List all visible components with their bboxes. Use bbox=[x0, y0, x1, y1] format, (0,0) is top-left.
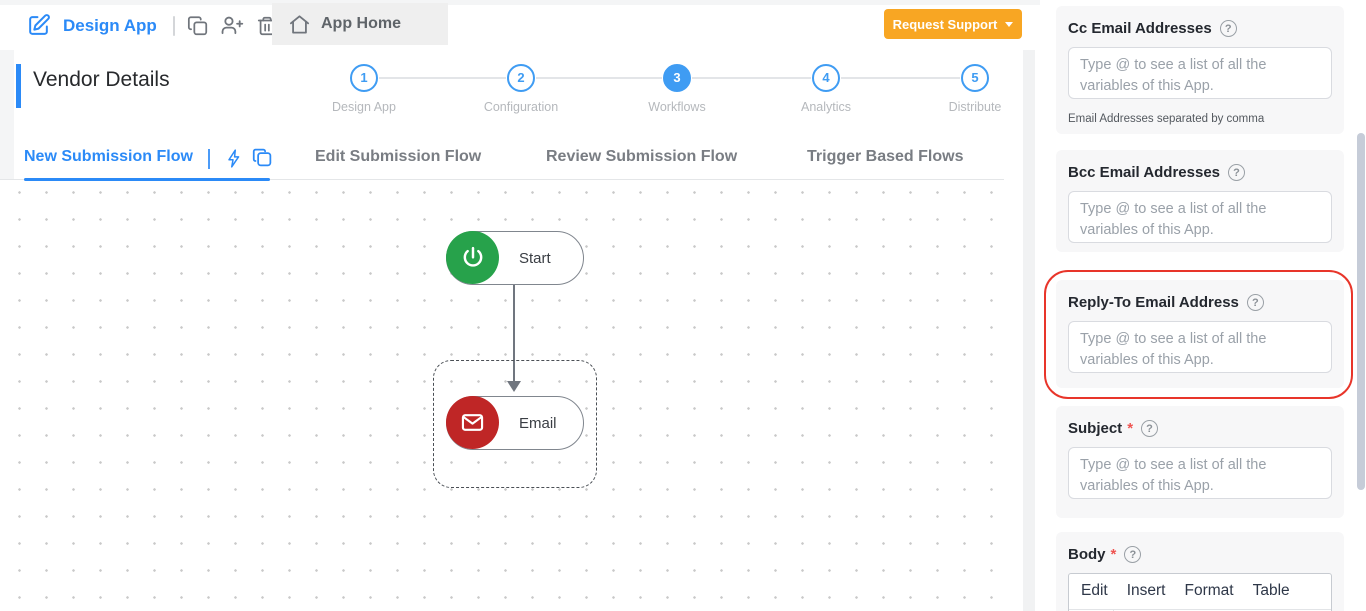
menu-format[interactable]: Format bbox=[1184, 582, 1234, 599]
step-design-app[interactable]: 1 Design App bbox=[314, 64, 414, 114]
step-distribute[interactable]: 5 Distribute bbox=[925, 64, 1025, 114]
step-label: Distribute bbox=[948, 100, 1002, 114]
reply-to-label: Reply-To Email Address bbox=[1068, 294, 1239, 311]
step-label: Workflows bbox=[648, 100, 706, 114]
step-number: 5 bbox=[961, 64, 989, 92]
flow-tabs: New Submission Flow Edit Submission Flow… bbox=[0, 140, 1004, 181]
active-tab-underline bbox=[24, 178, 270, 181]
panel-divider-strip bbox=[1023, 50, 1035, 611]
tab-divider bbox=[208, 149, 210, 169]
required-asterisk: * bbox=[1110, 546, 1117, 563]
header: Design App bbox=[0, 3, 1040, 50]
body-field-card: Body * ? Edit Insert Format Table bbox=[1056, 532, 1344, 611]
menu-table[interactable]: Table bbox=[1252, 582, 1290, 599]
subject-label: Subject bbox=[1068, 420, 1123, 437]
app-home-label: App Home bbox=[321, 15, 401, 32]
reply-to-input[interactable] bbox=[1068, 321, 1332, 373]
step-connector bbox=[692, 77, 811, 79]
step-connector bbox=[841, 77, 960, 79]
help-icon[interactable]: ? bbox=[1246, 294, 1264, 311]
top-strip bbox=[0, 0, 1040, 5]
duplicate-icon[interactable] bbox=[187, 15, 209, 37]
email-settings-panel: Cc Email Addresses ? Email Addresses sep… bbox=[1040, 0, 1366, 611]
cc-field-card: Cc Email Addresses ? Email Addresses sep… bbox=[1056, 6, 1344, 134]
email-node[interactable]: Email bbox=[446, 396, 584, 450]
title-accent-bar bbox=[16, 64, 21, 108]
tab-trigger-based-flows[interactable]: Trigger Based Flows bbox=[807, 148, 964, 165]
step-analytics[interactable]: 4 Analytics bbox=[776, 64, 876, 114]
add-user-icon[interactable] bbox=[221, 14, 244, 37]
flow-connector-line bbox=[513, 285, 515, 383]
request-support-label: Request Support bbox=[892, 16, 998, 32]
help-icon[interactable]: ? bbox=[1124, 546, 1142, 563]
step-number: 4 bbox=[812, 64, 840, 92]
step-label: Design App bbox=[332, 100, 396, 114]
step-number: 3 bbox=[663, 64, 691, 92]
step-connector bbox=[379, 77, 506, 79]
wizard-stepper: 1 Design App 2 Configuration 3 Workflows… bbox=[0, 58, 1040, 128]
power-icon bbox=[446, 231, 499, 284]
workflow-canvas[interactable]: Start Email bbox=[0, 181, 1004, 611]
home-icon bbox=[288, 13, 311, 36]
body-label: Body bbox=[1068, 546, 1106, 563]
header-divider bbox=[172, 15, 175, 36]
step-configuration[interactable]: 2 Configuration bbox=[471, 64, 571, 114]
help-icon[interactable]: ? bbox=[1141, 420, 1159, 437]
menu-edit[interactable]: Edit bbox=[1081, 582, 1108, 599]
duplicate-flow-icon[interactable] bbox=[252, 147, 273, 168]
tab-edit-submission-flow[interactable]: Edit Submission Flow bbox=[315, 148, 482, 165]
step-number: 2 bbox=[507, 64, 535, 92]
step-connector bbox=[536, 77, 662, 79]
tab-new-submission-flow[interactable]: New Submission Flow bbox=[24, 148, 193, 165]
page-title: Vendor Details bbox=[33, 68, 170, 91]
email-icon bbox=[446, 396, 499, 449]
subject-input[interactable] bbox=[1068, 447, 1332, 499]
editor-menubar: Edit Insert Format Table bbox=[1069, 574, 1331, 609]
subject-field-card: Subject * ? bbox=[1056, 406, 1344, 518]
email-node-label: Email bbox=[519, 414, 557, 432]
flow-arrowhead bbox=[507, 381, 521, 392]
step-label: Configuration bbox=[483, 100, 559, 114]
tab-review-submission-flow[interactable]: Review Submission Flow bbox=[546, 148, 738, 165]
start-node[interactable]: Start bbox=[446, 231, 584, 285]
request-support-button[interactable]: Request Support bbox=[884, 9, 1022, 39]
reply-to-field-card: Reply-To Email Address ? bbox=[1056, 280, 1344, 388]
node-selection-box bbox=[433, 360, 597, 488]
step-number: 1 bbox=[350, 64, 378, 92]
app-title[interactable]: Design App bbox=[63, 15, 157, 35]
required-asterisk: * bbox=[1127, 420, 1134, 437]
step-label: Analytics bbox=[800, 100, 852, 114]
edit-app-icon[interactable] bbox=[26, 13, 51, 38]
cc-hint: Email Addresses separated by comma bbox=[1068, 113, 1265, 125]
page-scrollbar-thumb[interactable] bbox=[1357, 133, 1365, 490]
caret-down-icon bbox=[1005, 21, 1014, 27]
lightning-icon[interactable] bbox=[224, 147, 244, 170]
bcc-field-card: Bcc Email Addresses ? bbox=[1056, 150, 1344, 252]
bcc-input[interactable] bbox=[1068, 191, 1332, 243]
cc-label: Cc Email Addresses bbox=[1068, 20, 1212, 37]
step-workflows[interactable]: 3 Workflows bbox=[627, 64, 727, 114]
start-node-label: Start bbox=[519, 249, 551, 267]
cc-input[interactable] bbox=[1068, 47, 1332, 99]
body-rich-text-editor[interactable]: Edit Insert Format Table bbox=[1068, 573, 1332, 611]
app-home-tab[interactable]: App Home bbox=[272, 3, 448, 45]
help-icon[interactable]: ? bbox=[1219, 20, 1237, 37]
help-icon[interactable]: ? bbox=[1228, 164, 1246, 181]
bcc-label: Bcc Email Addresses bbox=[1068, 164, 1221, 181]
menu-insert[interactable]: Insert bbox=[1126, 582, 1166, 599]
